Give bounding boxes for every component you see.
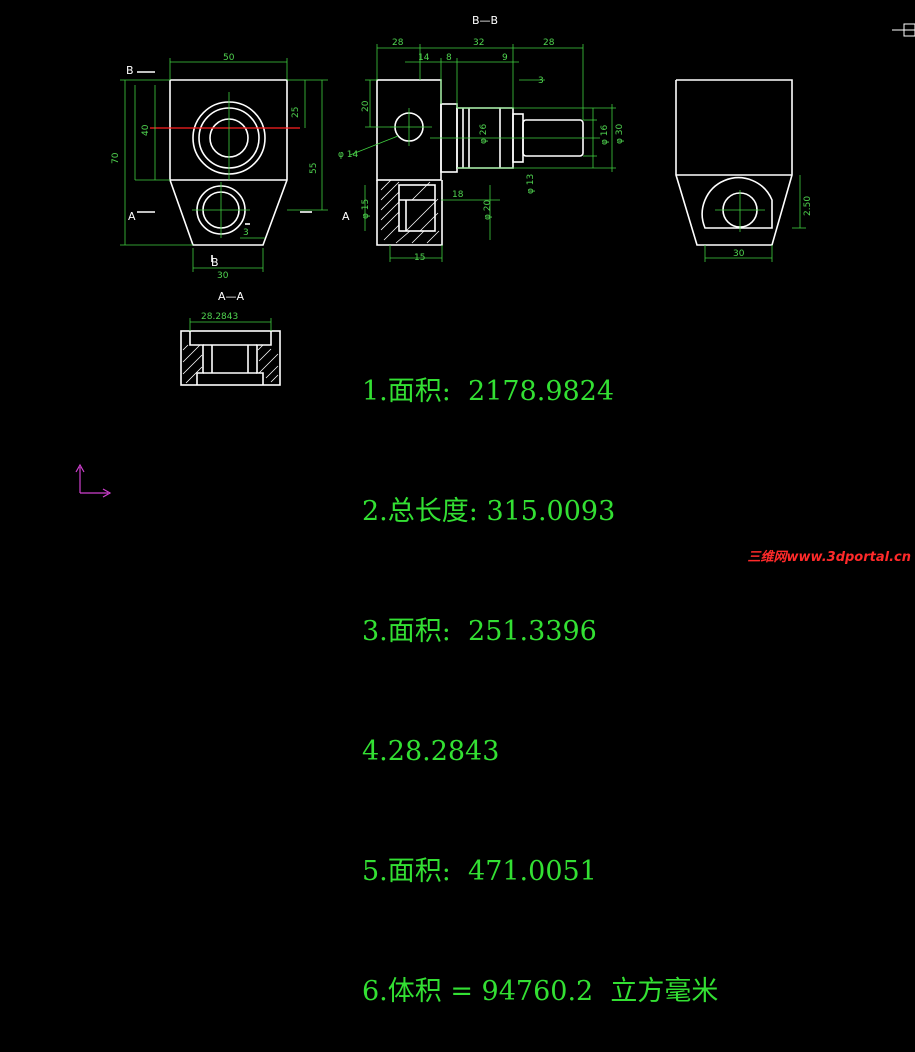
measurement-results: 1.面积: 2178.9824 2.总长度: 315.0093 3.面积: 25… [362,292,718,1052]
cad-drawing-canvas[interactable]: 50 70 40 25 55 3 30 B B A B—B [0,0,915,567]
dim-bb-8: 8 [446,53,452,63]
cut-label-a-mid: A [342,210,350,223]
side-arc-shape [701,176,773,229]
dim-front-30: 30 [217,271,229,281]
dim-front-40: 40 [141,124,151,136]
result-line-6: 6.体积 = 94760.2 立方毫米 [362,976,719,1007]
dim-bb-phi13: φ 13 [526,174,536,194]
dim-bb-28-left: 28 [392,38,404,48]
dim-bb-9: 9 [502,53,508,63]
dim-bb-3: 3 [538,76,544,86]
result-line-3: 3.面积: 251.3396 [362,616,597,647]
dim-bb-28-right: 28 [543,38,555,48]
result-line-5: 5.面积: 471.0051 [362,856,597,887]
dim-bb-14: 14 [418,53,430,63]
result-line-1: 1.面积: 2178.9824 [362,376,615,407]
dim-side-30: 30 [733,249,745,259]
cut-label-b-bottom: B [211,256,219,269]
front-view [120,58,328,272]
cut-label-a-left: A [128,210,136,223]
dim-front-55: 55 [309,163,319,174]
dim-side-2-50: 2.50 [803,196,813,216]
dim-front-70: 70 [111,152,121,164]
section-bb-view [349,44,616,262]
dim-bb-15: 15 [414,253,425,263]
dim-bb-20: 20 [361,100,371,112]
watermark: 三维网www.3dportal.cn [747,550,911,565]
result-line-2: 2.总长度: 315.0093 [362,496,616,527]
dim-aa-28-2843: 28.2843 [201,312,238,322]
dim-front-3: 3 [243,228,249,238]
section-bb-title: B—B [472,14,498,27]
dim-bb-phi16: φ 16 [600,124,610,145]
dim-bb-18: 18 [452,190,464,200]
result-line-4: 4.28.2843 [362,736,500,767]
dim-front-25: 25 [291,107,301,118]
dim-bb-phi20: φ 20 [483,199,493,220]
section-aa-title: A—A [218,290,245,303]
ucs-axis-icon [75,463,112,498]
dim-bb-phi14: φ 14 [338,150,359,160]
dim-bb-32: 32 [473,38,484,48]
dim-bb-phi15: φ 15 [361,199,371,219]
dim-bb-phi26: φ 26 [479,123,489,144]
dim-front-50: 50 [223,53,235,63]
cut-label-b-top: B [126,64,134,77]
dim-bb-phi30: φ 30 [615,123,625,144]
side-view [675,79,806,262]
crosshair-cursor-icon [892,23,915,37]
section-aa-view [180,318,281,386]
